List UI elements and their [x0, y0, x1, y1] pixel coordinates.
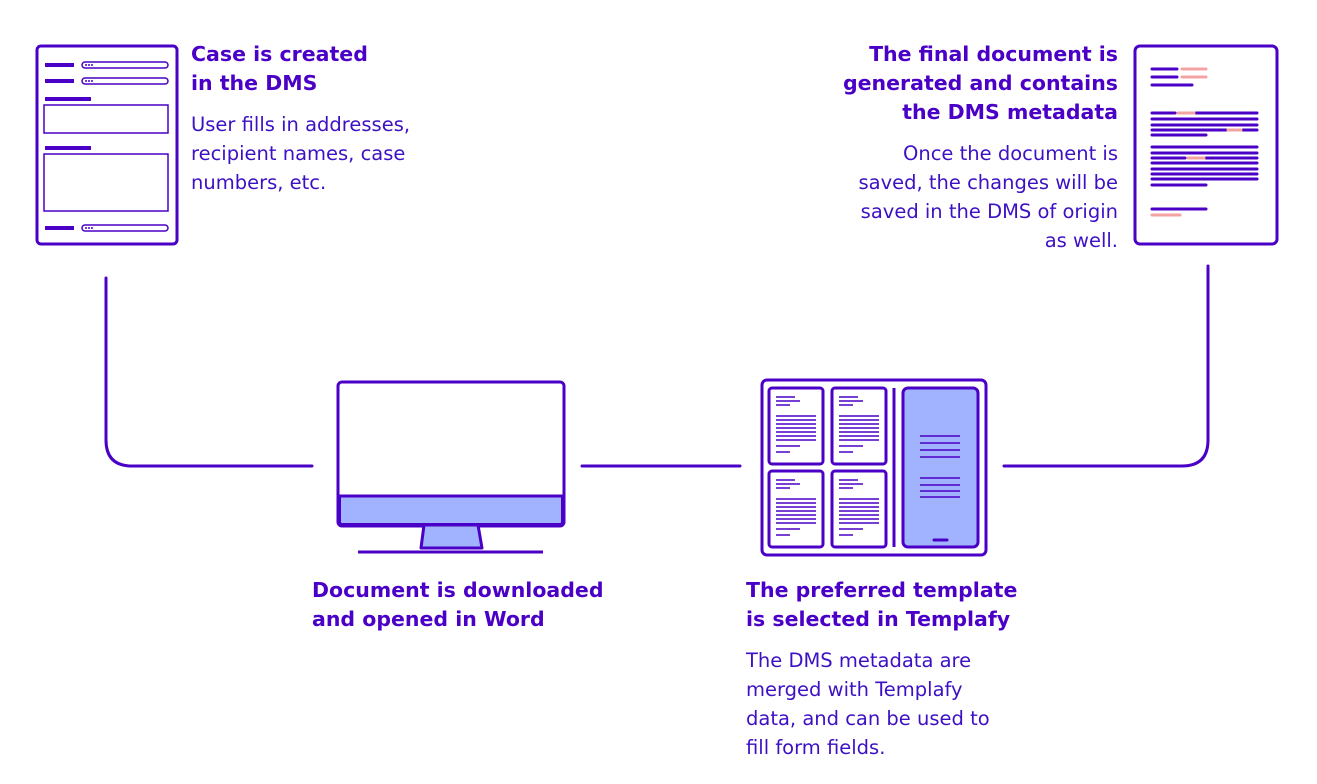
- step-title: The preferred template is selected in Te…: [746, 576, 1017, 634]
- description-line: The DMS metadata are: [746, 649, 972, 672]
- title-line: The final document is: [869, 42, 1118, 66]
- title-line: Case is created: [191, 42, 368, 66]
- description-line: data, and can be used to: [746, 707, 990, 730]
- step-template-selected: The preferred template is selected in Te…: [746, 576, 1017, 762]
- form-icon: [35, 44, 179, 246]
- description-line: merged with Templafy: [746, 678, 963, 701]
- description-line: Once the document is: [903, 142, 1118, 165]
- description-line: saved, the changes will be: [858, 171, 1118, 194]
- monitor-icon: [336, 380, 566, 554]
- document-icon: [1133, 44, 1279, 246]
- description-line: as well.: [1044, 229, 1118, 252]
- step-title: Case is created in the DMS: [191, 40, 410, 98]
- template-grid-icon: [760, 378, 988, 557]
- step-final-document: The final document is generated and cont…: [843, 40, 1118, 255]
- title-line: The preferred template: [746, 578, 1018, 602]
- title-line: Document is downloaded: [312, 578, 604, 602]
- step-document-downloaded: Document is downloaded and opened in Wor…: [312, 576, 604, 634]
- title-line: is selected in Templafy: [746, 607, 1011, 631]
- description-line: saved in the DMS of origin: [860, 200, 1118, 223]
- title-line: the DMS metadata: [902, 100, 1118, 124]
- description-line: recipient names, case: [191, 142, 406, 165]
- title-line: in the DMS: [191, 71, 318, 95]
- title-line: and opened in Word: [312, 607, 545, 631]
- description-line: fill form fields.: [746, 736, 886, 759]
- step-description: Once the document is saved, the changes …: [843, 139, 1118, 255]
- step-description: User fills in addresses, recipient names…: [191, 110, 410, 197]
- step-title: The final document is generated and cont…: [843, 40, 1118, 127]
- connector-case-to-word: [104, 276, 314, 468]
- step-description: The DMS metadata are merged with Templaf…: [746, 646, 1017, 762]
- description-line: numbers, etc.: [191, 171, 327, 194]
- description-line: User fills in addresses,: [191, 113, 411, 136]
- step-case-created: Case is created in the DMS User fills in…: [191, 40, 410, 197]
- step-title: Document is downloaded and opened in Wor…: [312, 576, 604, 634]
- title-line: generated and contains: [842, 71, 1118, 95]
- connector-template-to-final: [1002, 264, 1210, 468]
